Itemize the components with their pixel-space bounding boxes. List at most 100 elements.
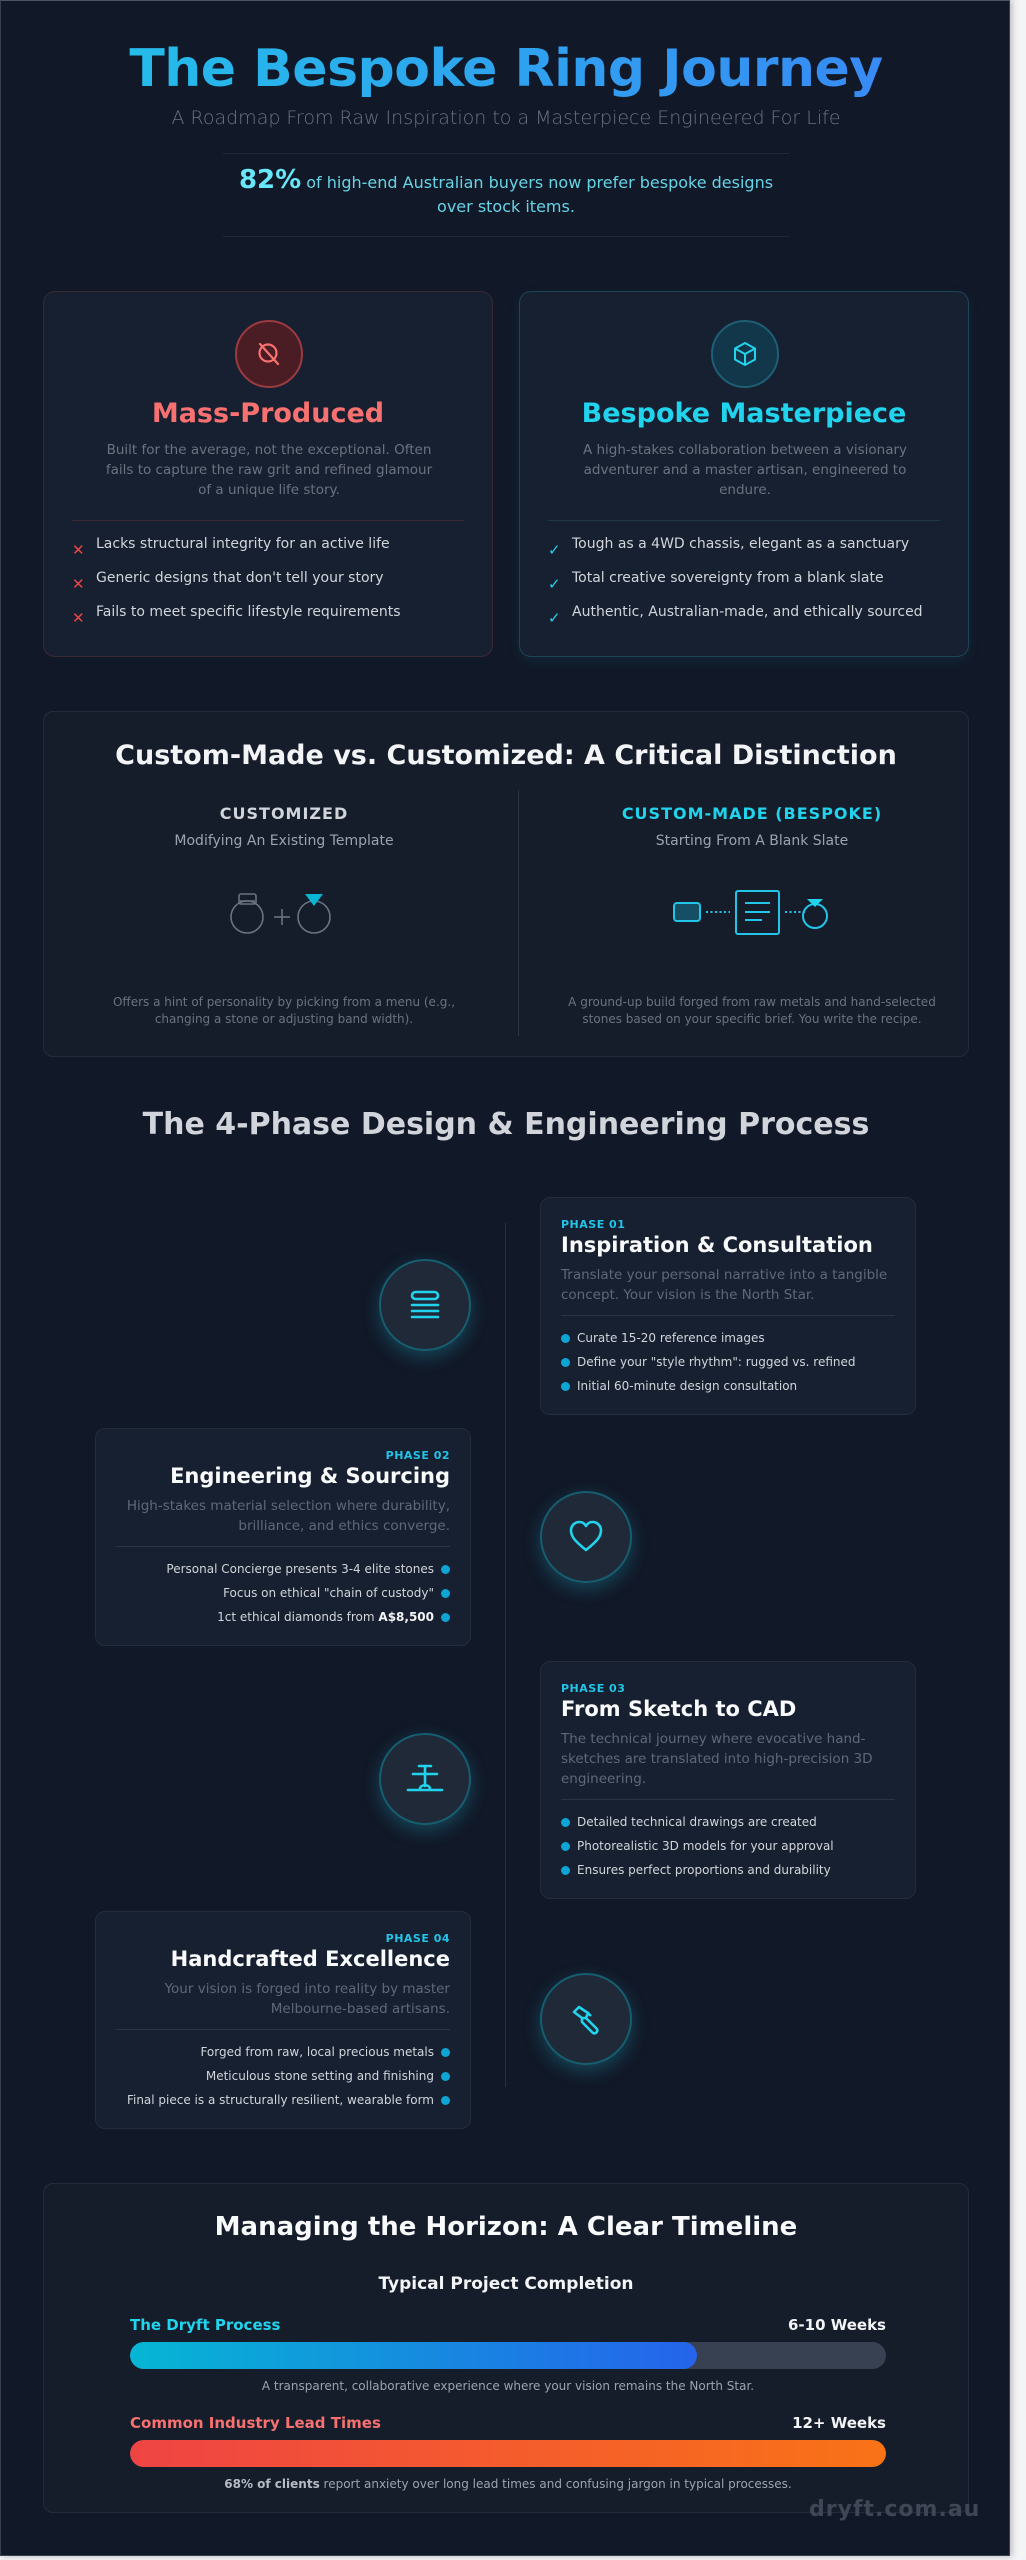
- list-item: ✓Authentic, Australian-made, and ethical…: [548, 604, 923, 627]
- process-title: The 4-Phase Design & Engineering Process: [142, 1107, 870, 1142]
- phase-card-4: PHASE 04 Handcrafted Excellence Your vis…: [95, 1911, 471, 2129]
- brand-watermark: dryft.com.au: [809, 2497, 981, 2522]
- customized-column: CUSTOMIZED Modifying An Existing Templat…: [64, 804, 504, 1026]
- list-item: Final piece is a structurally resilient,…: [116, 2088, 450, 2112]
- bullet-dot-icon: [441, 2071, 450, 2081]
- phase-card-2: PHASE 02 Engineering & Sourcing High-sta…: [95, 1428, 471, 1646]
- stack-icon: [379, 1259, 471, 1351]
- list-item: ✕Lacks structural integrity for an activ…: [72, 536, 390, 559]
- customized-subheading: Modifying An Existing Template: [174, 833, 394, 849]
- horizon-title: Managing the Horizon: A Clear Timeline: [214, 2212, 798, 2242]
- progress-track: [130, 2440, 886, 2467]
- bullet-dot-icon: [441, 1564, 450, 1574]
- phase-title: Handcrafted Excellence: [170, 1947, 450, 1971]
- divider: [116, 2029, 450, 2030]
- phase-description: The technical journey where evocative ha…: [561, 1731, 873, 1787]
- heart-icon: [540, 1491, 632, 1583]
- phase-title: Engineering & Sourcing: [170, 1464, 450, 1488]
- bar-value: 12+ Weeks: [792, 2414, 886, 2432]
- list-item: ✓Total creative sovereignty from a blank…: [548, 570, 884, 593]
- list-item: Photorealistic 3D models for your approv…: [561, 1834, 895, 1858]
- phase-title: From Sketch to CAD: [561, 1697, 797, 1721]
- list-item: ✓Tough as a 4WD chassis, elegant as a sa…: [548, 536, 910, 559]
- list-item: ✕Generic designs that don't tell your st…: [72, 570, 384, 593]
- list-item: Forged from raw, local precious metals: [116, 2040, 450, 2064]
- list-item: Focus on ethical "chain of custody": [116, 1581, 450, 1605]
- list-item: Ensures perfect proportions and durabili…: [561, 1858, 895, 1882]
- list-item: Meticulous stone setting and finishing: [116, 2064, 450, 2088]
- check-icon: ✓: [548, 609, 561, 627]
- x-icon: ✕: [72, 609, 85, 627]
- horizon-subtitle: Typical Project Completion: [378, 2274, 634, 2294]
- distinction-panel: Custom-Made vs. Customized: A Critical D…: [43, 711, 969, 1057]
- stat-callout: 82% of high-end Australian buyers now pr…: [223, 153, 789, 237]
- progress-track: [130, 2342, 886, 2369]
- progress-fill: [130, 2342, 697, 2369]
- distinction-title: Custom-Made vs. Customized: A Critical D…: [115, 740, 897, 771]
- mass-produced-list: ✕Lacks structural integrity for an activ…: [72, 536, 401, 638]
- bar-label: Common Industry Lead Times: [130, 2414, 381, 2432]
- bullet-dot-icon: [441, 1588, 450, 1598]
- phase-title: Inspiration & Consultation: [561, 1233, 873, 1257]
- phase-description: High-stakes material selection where dur…: [126, 1498, 450, 1534]
- x-icon: ✕: [72, 541, 85, 559]
- mass-produced-title: Mass-Produced: [151, 398, 385, 429]
- divider: [116, 1546, 450, 1547]
- bullet-dot-icon: [561, 1333, 570, 1343]
- phase-tag: PHASE 01: [561, 1218, 626, 1231]
- bullet-dot-icon: [441, 1612, 450, 1622]
- progress-fill: [130, 2440, 886, 2467]
- list-item: Initial 60-minute design consultation: [561, 1374, 895, 1398]
- price-value: A$8,500: [378, 1610, 434, 1624]
- chisel-icon: [540, 1973, 632, 2065]
- list-item: Personal Concierge presents 3-4 elite st…: [116, 1557, 450, 1581]
- bullet-dot-icon: [561, 1841, 570, 1851]
- x-icon: ✕: [72, 575, 85, 593]
- bar-note: 68% of clients report anxiety over long …: [224, 2477, 792, 2491]
- custom-made-subheading: Starting From A Blank Slate: [655, 833, 849, 849]
- phase-description: Translate your personal narrative into a…: [561, 1267, 888, 1303]
- divider: [72, 520, 464, 521]
- bar-note: A transparent, collaborative experience …: [261, 2379, 755, 2393]
- customized-description: Offers a hint of personality by picking …: [112, 995, 456, 1026]
- list-item: 1ct ethical diamonds from A$8,500: [116, 1605, 450, 1629]
- check-icon: ✓: [548, 541, 561, 559]
- list-item: ✕Fails to meet specific lifestyle requir…: [72, 604, 401, 627]
- list-item: Curate 15-20 reference images: [561, 1326, 895, 1350]
- timeline-comparison-panel: Managing the Horizon: A Clear Timeline T…: [43, 2183, 969, 2513]
- industry-lead-time-bar: Common Industry Lead Times 12+ Weeks 68%…: [130, 2414, 886, 2491]
- mass-produced-description: Built for the average, not the exception…: [105, 442, 433, 498]
- bar-value: 6-10 Weeks: [787, 2316, 886, 2334]
- list-item: Detailed technical drawings are created: [561, 1810, 895, 1834]
- divider: [561, 1799, 895, 1800]
- phase-tag: PHASE 03: [561, 1682, 626, 1695]
- bullet-dot-icon: [561, 1357, 570, 1367]
- no-symbol-icon: [235, 320, 303, 388]
- phase-card-3: PHASE 03 From Sketch to CAD The technica…: [540, 1661, 916, 1899]
- column-divider: [518, 790, 519, 1036]
- bar-label: The Dryft Process: [130, 2316, 281, 2334]
- dryft-process-bar: The Dryft Process 6-10 Weeks A transpare…: [130, 2316, 886, 2393]
- custom-made-description: A ground-up build forged from raw metals…: [568, 995, 936, 1026]
- bespoke-masterpiece-list: ✓Tough as a 4WD chassis, elegant as a sa…: [548, 536, 923, 638]
- bespoke-masterpiece-title: Bespoke Masterpiece: [581, 398, 907, 429]
- check-icon: ✓: [548, 575, 561, 593]
- phase-card-1: PHASE 01 Inspiration & Consultation Tran…: [540, 1197, 916, 1415]
- phase-description: Your vision is forged into reality by ma…: [164, 1981, 450, 2017]
- bullet-dot-icon: [441, 2047, 450, 2057]
- page-title: The Bespoke Ring Journey: [1, 37, 1011, 101]
- divider: [561, 1315, 895, 1316]
- divider: [548, 520, 940, 521]
- stat-text: of high-end Australian buyers now prefer…: [301, 173, 774, 216]
- stat-value: 82%: [238, 165, 302, 195]
- bullet-dot-icon: [561, 1817, 570, 1827]
- timeline-line: [505, 1223, 506, 2087]
- phase-tag: PHASE 04: [385, 1932, 450, 1945]
- bullet-dot-icon: [441, 2095, 450, 2105]
- phase-tag: PHASE 02: [385, 1449, 450, 1462]
- bespoke-masterpiece-card: Bespoke Masterpiece A high-stakes collab…: [519, 291, 969, 657]
- blank-to-brief-to-ring-illustration: [532, 887, 972, 939]
- custom-made-column: CUSTOM-MADE (BESPOKE) Starting From A Bl…: [532, 804, 972, 1026]
- custom-made-heading: CUSTOM-MADE (BESPOKE): [621, 804, 883, 823]
